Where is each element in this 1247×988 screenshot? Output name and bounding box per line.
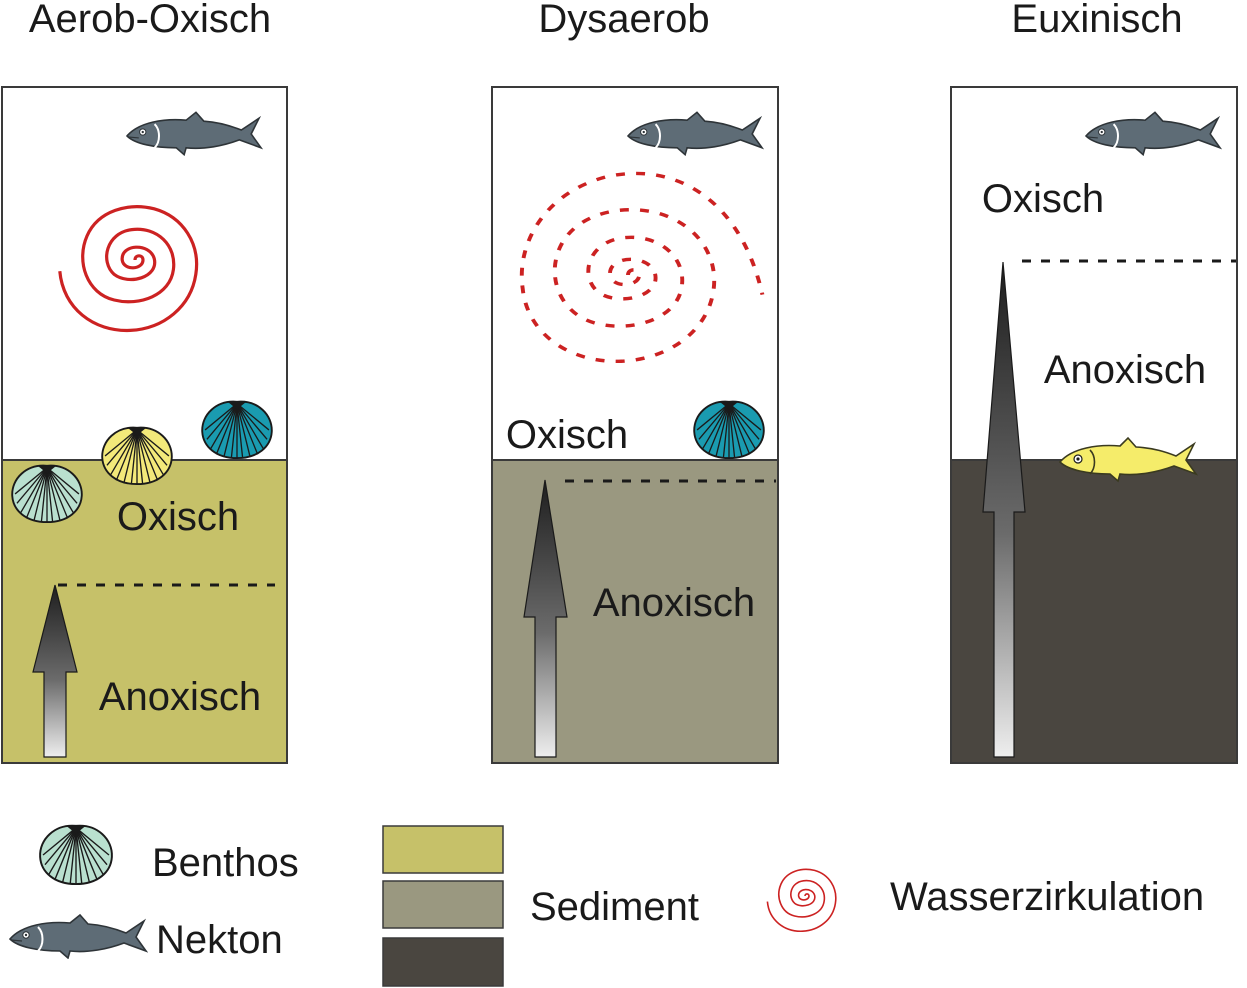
- panel-euxinisch: Euxinisch Oxisch Anoxisch: [950, 0, 1238, 764]
- benthos-shell-icon: [101, 426, 173, 486]
- legend-benthos-label: Benthos: [152, 841, 299, 885]
- anoxic-label: Anoxisch: [99, 675, 261, 719]
- oxic-label: Oxisch: [982, 177, 1104, 221]
- anoxic-label: Anoxisch: [593, 581, 755, 625]
- legend: Benthos Nekton Sediment Wasserzirkulatio…: [9, 824, 1204, 987]
- sediment-swatch-dysaerob: [382, 880, 504, 929]
- legend-circulation-label: Wasserzirkulation: [890, 875, 1204, 919]
- arrow-up-icon: [523, 479, 568, 758]
- panel-title: Euxinisch: [1011, 0, 1182, 41]
- panel-title: Aerob-Oxisch: [29, 0, 271, 41]
- dead-fish-icon: [1058, 436, 1199, 483]
- arrow-up-icon: [982, 261, 1026, 758]
- benthos-shell-icon: [201, 400, 273, 460]
- panel-dysaerob: Dysaerob Oxisch Anoxisch: [491, 0, 779, 764]
- dashed-spiral-icon: [519, 171, 765, 363]
- panel-title: Dysaerob: [538, 0, 709, 41]
- oxic-label: Oxisch: [117, 495, 239, 539]
- spiral-icon: [766, 868, 837, 933]
- sediment-swatch-aerob: [382, 825, 504, 874]
- panel-aerob-oxisch: Aerob-Oxisch Oxisch Anoxisch: [1, 0, 288, 764]
- oxic-label: Oxisch: [506, 413, 628, 457]
- legend-sediment-label: Sediment: [530, 885, 699, 929]
- arrow-up-icon: [32, 584, 78, 758]
- benthos-shell-icon: [693, 400, 765, 460]
- benthos-shell-icon: [11, 464, 83, 524]
- sediment-swatch-euxinisch: [382, 937, 504, 987]
- legend-nekton-label: Nekton: [156, 918, 283, 962]
- anoxic-label: Anoxisch: [1044, 348, 1206, 392]
- nekton-fish-icon: [9, 914, 147, 959]
- benthos-shell-icon: [39, 824, 113, 886]
